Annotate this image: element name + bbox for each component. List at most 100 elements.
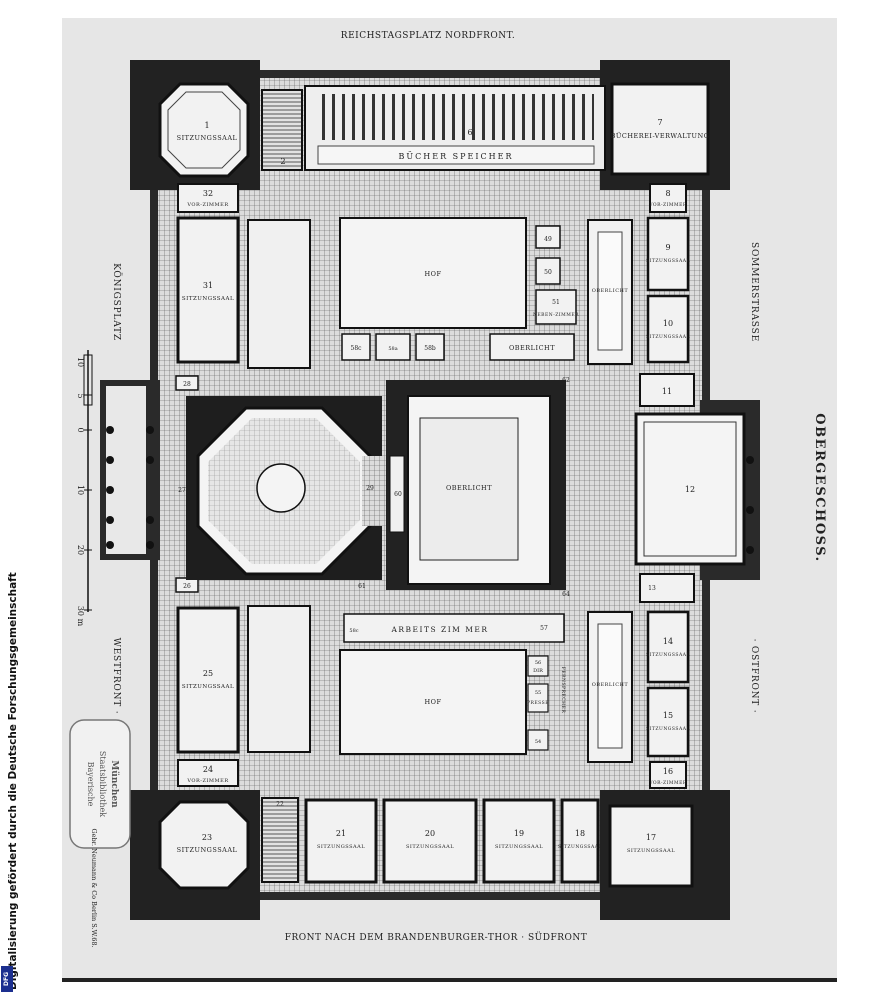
svg-text:22: 22 — [276, 801, 284, 808]
room-29: 29 — [366, 485, 374, 492]
svg-text:8: 8 — [665, 189, 670, 198]
svg-text:OBERLICHT: OBERLICHT — [509, 344, 555, 352]
room-21-sitzungssaal: 21 SITZUNGSSAAL — [304, 798, 378, 884]
room-32-vorzimmer: 32 VOR-ZIMMER — [177, 183, 239, 213]
room-6-label: BÜCHER SPEICHER — [399, 152, 514, 161]
svg-text:56: 56 — [535, 660, 541, 666]
svg-text:SITZUNGSSAAL: SITZUNGSSAAL — [177, 846, 238, 854]
svg-text:SITZUNGSSAAL: SITZUNGSSAAL — [182, 684, 234, 690]
svg-text:17: 17 — [646, 833, 656, 842]
svg-text:27: 27 — [178, 487, 186, 494]
svg-text:SITZUNGSSAAL: SITZUNGSSAAL — [182, 296, 234, 302]
svg-text:SITZUNGSSAAL: SITZUNGSSAAL — [646, 258, 690, 264]
room-9-sitzungssaal: 9 SITZUNGSSAAL — [646, 216, 690, 292]
east-columns — [746, 456, 754, 554]
svg-text:10: 10 — [663, 319, 673, 328]
scale-tick-3: 0 — [76, 427, 85, 432]
room-1-number: 1 — [204, 121, 209, 130]
svg-text:58b: 58b — [424, 345, 436, 352]
room-8-vorzimmer: 8 VOR-ZIMMER — [648, 183, 687, 213]
svg-text:58c: 58c — [349, 628, 358, 634]
room-25-sitzungssaal: 25 SITZUNGSSAAL — [176, 606, 240, 754]
west-light-well-south — [247, 605, 311, 753]
svg-text:OBERLICHT: OBERLICHT — [592, 682, 629, 688]
room-11: 11 — [639, 373, 695, 407]
central-dome-hall — [186, 396, 382, 580]
svg-text:51: 51 — [552, 299, 560, 306]
svg-text:64: 64 — [562, 591, 570, 598]
library-stamp: Bayerische Staatsbibliothek München — [69, 719, 131, 849]
svg-text:SITZUNGSSAAL: SITZUNGSSAAL — [627, 848, 675, 854]
label-west-top: KÖNIGSPLATZ — [111, 263, 123, 341]
svg-text:SITZUNGSSAAL: SITZUNGSSAAL — [495, 844, 543, 850]
svg-text:VOR-ZIMMER: VOR-ZIMMER — [648, 202, 687, 208]
svg-text:31: 31 — [203, 281, 213, 290]
svg-text:25: 25 — [203, 669, 213, 678]
svg-text:61: 61 — [358, 583, 366, 590]
svg-text:9: 9 — [665, 243, 670, 252]
svg-text:DIR: DIR — [533, 668, 543, 674]
svg-text:19: 19 — [514, 829, 524, 838]
courtyard-south-label: HOF — [424, 698, 441, 706]
east-light-wells: OBERLICHT OBERLICHT — [587, 219, 633, 763]
svg-text:55: 55 — [535, 690, 541, 696]
courtyard-north-label: HOF — [424, 270, 441, 278]
svg-text:32: 32 — [203, 189, 213, 198]
label-south: FRONT NACH DEM BRANDENBURGER-THOR · SÜDF… — [285, 931, 587, 943]
stamp-line-3: München — [109, 760, 120, 808]
label-east-top: SOMMERSTRASSE — [749, 242, 759, 342]
svg-text:60: 60 — [394, 491, 402, 498]
room-12-hall: 12 — [634, 412, 746, 566]
room-23-sitzungssaal: 23 SITZUNGSSAAL — [158, 800, 250, 890]
sheet-bottom-rule — [62, 978, 837, 982]
svg-text:NEBEN-ZIMMER: NEBEN-ZIMMER — [533, 312, 579, 318]
room-6-number: 6 — [467, 128, 472, 137]
scale-tick-2: 5 — [76, 393, 85, 398]
svg-text:SITZUNGSSAAL: SITZUNGSSAAL — [646, 726, 690, 732]
svg-text:57: 57 — [540, 625, 548, 632]
room-6-buecher-speicher: 6 BÜCHER SPEICHER — [304, 85, 606, 171]
room-7-buecherei: 7 BÜCHEREI-VERWALTUNG — [610, 82, 710, 176]
room-18-sitzungssaal: 18 SITZUNGSSAAL — [558, 798, 601, 884]
room-14-sitzungssaal: 14 SITZUNGSSAAL — [646, 610, 689, 684]
svg-text:12: 12 — [685, 485, 695, 494]
svg-text:SITZUNGSSAAL: SITZUNGSSAAL — [406, 844, 454, 850]
digitization-note: Digitalisierung gefördert durch die Deut… — [7, 572, 19, 990]
svg-text:21: 21 — [336, 829, 346, 838]
room-31-sitzungssaal: 31 SITZUNGSSAAL — [176, 216, 240, 364]
svg-text:15: 15 — [663, 711, 673, 720]
label-west-bottom: WESTFRONT · — [111, 638, 121, 715]
room-24-vorzimmer: 24 VOR-ZIMMER — [177, 759, 239, 787]
room-17-sitzungssaal: 17 SITZUNGSSAAL — [608, 804, 694, 888]
svg-text:13: 13 — [648, 585, 656, 592]
stamp-line-1: Bayerische — [86, 762, 95, 807]
dfg-logo: DFG — [1, 966, 13, 992]
west-light-well-north — [247, 219, 311, 369]
svg-text:16: 16 — [663, 767, 673, 776]
svg-text:24: 24 — [203, 765, 213, 774]
west-portico-columns — [106, 426, 154, 549]
scale-tick-4: 10 — [76, 485, 85, 495]
svg-text:ARBEITS ZIM MER: ARBEITS ZIM MER — [390, 625, 488, 634]
svg-text:29: 29 — [366, 485, 374, 492]
room-1-sitzungssaal: 1 SITZUNGSSAAL — [158, 82, 250, 178]
scale-bar: 10 5 0 10 20 30 m — [76, 350, 93, 627]
room-27: 27 — [178, 487, 186, 494]
room-28: 28 — [175, 375, 199, 391]
svg-text:VOR-ZIMMER: VOR-ZIMMER — [186, 778, 228, 784]
room-16-vorzimmer: 16 VOR-ZIMMER — [648, 761, 687, 789]
svg-text:VOR-ZIMMER: VOR-ZIMMER — [186, 202, 228, 208]
north-small-rooms: 49 50 51 NEBEN-ZIMMER 58c 58a 58b OBERLI… — [341, 225, 579, 598]
svg-text:50: 50 — [544, 269, 552, 276]
room-10-sitzungssaal: 10 SITZUNGSSAAL — [646, 294, 690, 364]
svg-text:SITZUNGSSAAL: SITZUNGSSAAL — [646, 334, 690, 340]
arbeitszimmer-row: ARBEITS ZIM MER 58c 57 56 DIR 55 PRESSE … — [343, 613, 566, 751]
svg-text:18: 18 — [575, 829, 585, 838]
plenary-hall: OBERLICHT 60 — [386, 380, 566, 590]
plenary-oberlicht-label: OBERLICHT — [446, 484, 492, 492]
room-1-label: SITZUNGSSAAL — [177, 134, 238, 142]
label-north: REICHSTAGSPLATZ NORDFRONT. — [341, 31, 515, 41]
svg-text:28: 28 — [183, 381, 191, 388]
svg-text:58c: 58c — [351, 345, 363, 352]
